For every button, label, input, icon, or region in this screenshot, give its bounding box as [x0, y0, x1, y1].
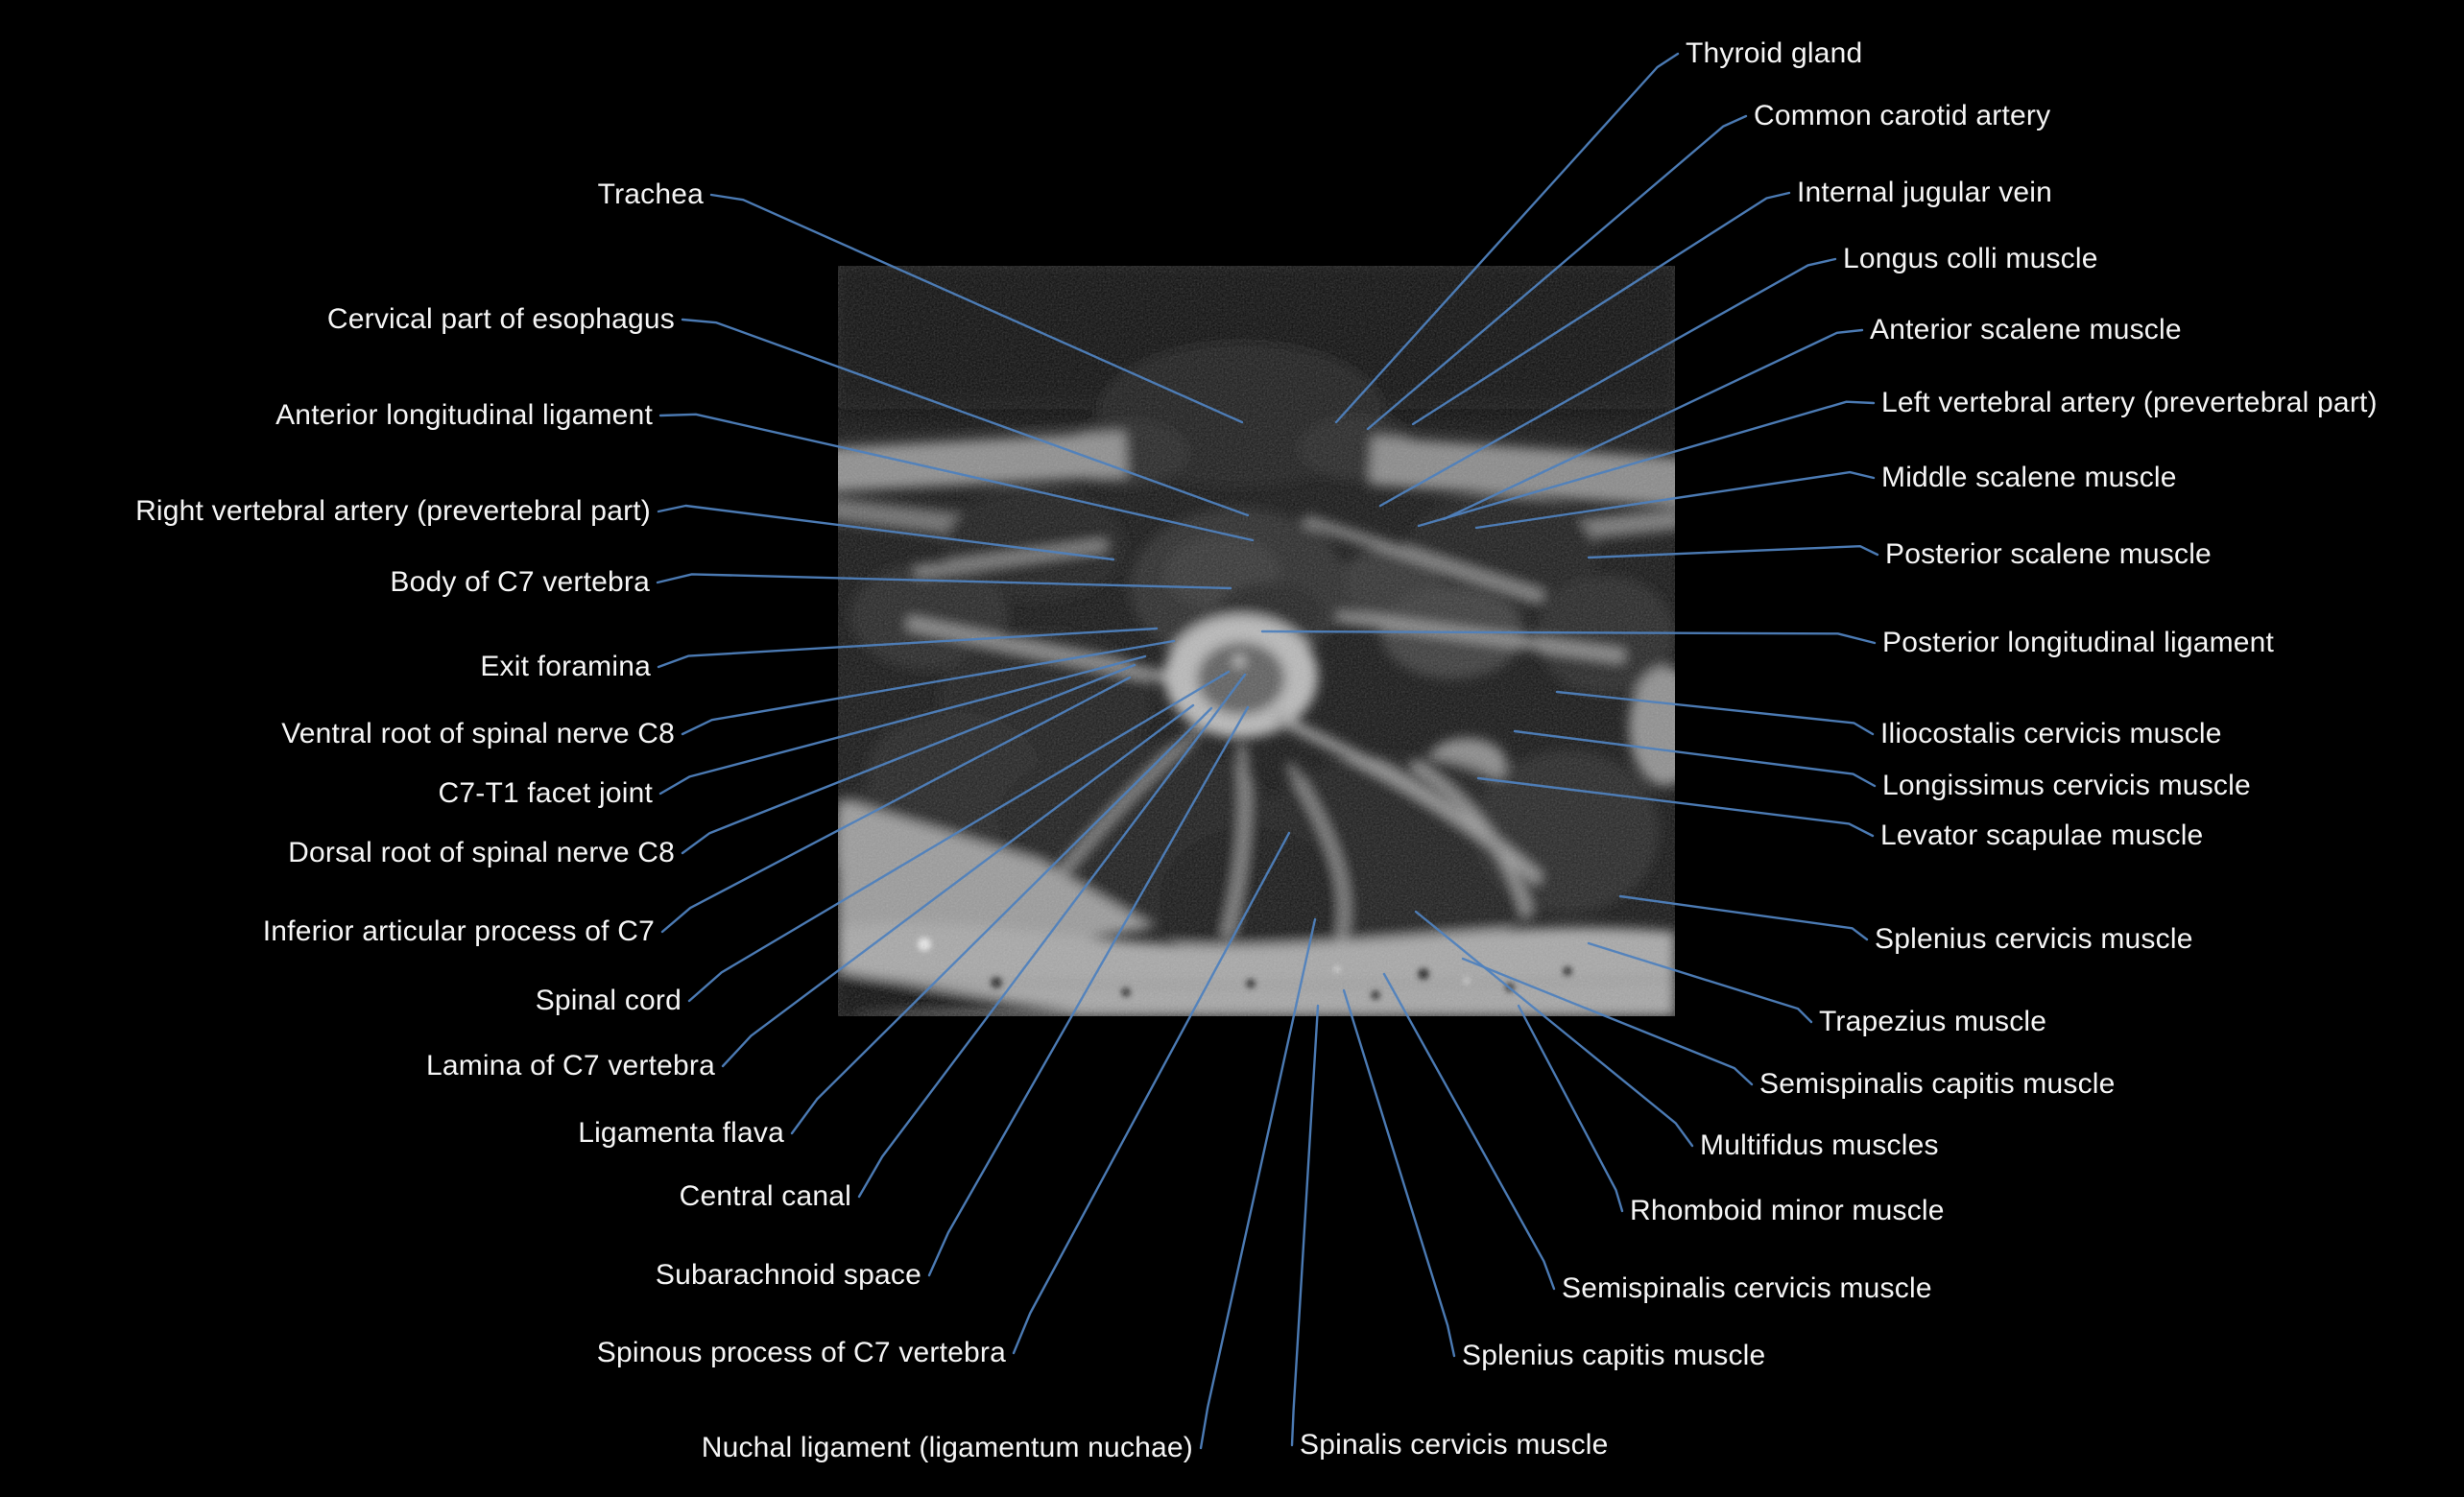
label-splenius-capitis-muscle: Splenius capitis muscle [1462, 1340, 1766, 1371]
label-longissimus-cervicis-muscle: Longissimus cervicis muscle [1882, 770, 2251, 801]
leader-middle-scalene-muscle [1474, 470, 1876, 530]
label-trapezius-muscle: Trapezius muscle [1819, 1006, 2047, 1037]
leader-levator-scapulae-muscle [1476, 776, 1875, 838]
label-multifidus-muscles: Multifidus muscles [1700, 1129, 1939, 1161]
leader-ventral-root-of-spinal-nerve-c8 [681, 639, 1176, 736]
leader-left-vertebral-artery-prevertebral-part [1417, 400, 1876, 528]
leader-thyroid-gland [1334, 52, 1680, 424]
label-c7-t1-facet-joint: C7-T1 facet joint [438, 777, 653, 809]
label-posterior-scalene-muscle: Posterior scalene muscle [1885, 538, 2212, 570]
leader-lamina-of-c7-vertebra [721, 703, 1195, 1068]
leader-dorsal-root-of-spinal-nerve-c8 [681, 663, 1136, 855]
label-nuchal-ligament-ligamentum-nuchae: Nuchal ligament (ligamentum nuchae) [701, 1432, 1193, 1463]
label-posterior-longitudinal-ligament: Posterior longitudinal ligament [1882, 627, 2275, 658]
leader-anterior-longitudinal-ligament [658, 413, 1255, 542]
leader-cervical-part-of-esophagus [681, 318, 1250, 517]
label-levator-scapulae-muscle: Levator scapulae muscle [1880, 820, 2204, 851]
leader-trapezius-muscle [1587, 941, 1813, 1024]
leader-semispinalis-capitis-muscle [1461, 957, 1754, 1086]
leader-posterior-longitudinal-ligament [1260, 630, 1877, 645]
leader-nuchal-ligament-ligamentum-nuchae [1199, 917, 1317, 1450]
label-dorsal-root-of-spinal-nerve-c8: Dorsal root of spinal nerve C8 [288, 837, 675, 868]
label-rhomboid-minor-muscle: Rhomboid minor muscle [1630, 1195, 1945, 1226]
label-right-vertebral-artery-prevertebral-part: Right vertebral artery (prevertebral par… [135, 495, 651, 527]
label-internal-jugular-vein: Internal jugular vein [1797, 177, 2053, 208]
label-left-vertebral-artery-prevertebral-part: Left vertebral artery (prevertebral part… [1881, 387, 2378, 418]
leader-inferior-articular-process-of-c7 [660, 676, 1132, 934]
leader-ligamenta-flava [790, 706, 1213, 1135]
label-exit-foramina: Exit foramina [480, 651, 651, 682]
label-anterior-scalene-muscle: Anterior scalene muscle [1870, 314, 2182, 345]
label-ventral-root-of-spinal-nerve-c8: Ventral root of spinal nerve C8 [281, 718, 675, 749]
leader-iliocostalis-cervicis-muscle [1555, 690, 1875, 736]
label-anterior-longitudinal-ligament: Anterior longitudinal ligament [275, 399, 653, 431]
leader-splenius-capitis-muscle [1342, 988, 1456, 1358]
label-ligamenta-flava: Ligamenta flava [578, 1117, 784, 1149]
label-spinalis-cervicis-muscle: Spinalis cervicis muscle [1300, 1429, 1609, 1461]
leader-common-carotid-artery [1366, 114, 1748, 431]
leader-posterior-scalene-muscle [1587, 545, 1879, 559]
label-common-carotid-artery: Common carotid artery [1754, 100, 2051, 131]
label-body-of-c7-vertebra: Body of C7 vertebra [390, 566, 650, 598]
leader-semispinalis-cervicis-muscle [1382, 972, 1556, 1291]
label-central-canal: Central canal [679, 1180, 851, 1212]
label-iliocostalis-cervicis-muscle: Iliocostalis cervicis muscle [1880, 718, 2222, 749]
leader-rhomboid-minor-muscle [1517, 1004, 1624, 1213]
label-inferior-articular-process-of-c7: Inferior articular process of C7 [262, 915, 655, 947]
label-longus-colli-muscle: Longus colli muscle [1843, 243, 2098, 274]
leader-subarachnoid-space [927, 705, 1250, 1277]
label-spinal-cord: Spinal cord [535, 985, 682, 1016]
leader-exit-foramina [657, 627, 1159, 669]
label-splenius-cervicis-muscle: Splenius cervicis muscle [1875, 923, 2193, 955]
leader-multifidus-muscles [1414, 910, 1694, 1148]
label-spinous-process-of-c7-vertebra: Spinous process of C7 vertebra [596, 1337, 1006, 1368]
leader-right-vertebral-artery-prevertebral-part [657, 504, 1115, 561]
leader-internal-jugular-vein [1411, 191, 1791, 426]
label-trachea: Trachea [597, 178, 704, 210]
label-semispinalis-capitis-muscle: Semispinalis capitis muscle [1759, 1068, 2116, 1100]
leader-body-of-c7-vertebra [656, 573, 1232, 590]
label-thyroid-gland: Thyroid gland [1686, 37, 1863, 69]
leader-spinal-cord [687, 670, 1231, 1003]
leader-central-canal [857, 673, 1247, 1199]
leader-spinalis-cervicis-muscle [1290, 1004, 1320, 1447]
label-lamina-of-c7-vertebra: Lamina of C7 vertebra [425, 1050, 715, 1081]
leader-spinous-process-of-c7-vertebra [1012, 831, 1291, 1355]
label-cervical-part-of-esophagus: Cervical part of esophagus [326, 303, 675, 335]
leader-splenius-cervicis-muscle [1618, 894, 1869, 941]
label-subarachnoid-space: Subarachnoid space [655, 1259, 921, 1291]
label-semispinalis-cervicis-muscle: Semispinalis cervicis muscle [1562, 1272, 1932, 1304]
leader-c7-t1-facet-joint [658, 654, 1147, 796]
leader-longissimus-cervicis-muscle [1513, 729, 1877, 788]
label-middle-scalene-muscle: Middle scalene muscle [1881, 462, 2177, 493]
leader-trachea [709, 193, 1244, 424]
leader-longus-colli-muscle [1378, 257, 1837, 508]
leader-anterior-scalene-muscle [1442, 328, 1864, 521]
